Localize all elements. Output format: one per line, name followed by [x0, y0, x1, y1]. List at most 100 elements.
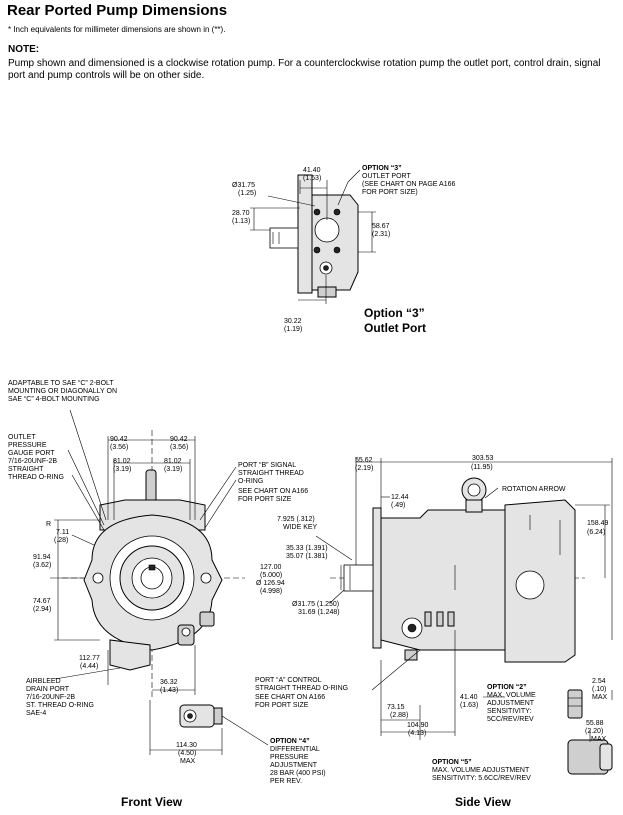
front-w1-in: (3.56) [110, 444, 128, 451]
front-h3: 112.77 [79, 655, 100, 662]
front-outlet-5: STRAIGHT [8, 466, 44, 473]
side-s7-in: (2.88) [390, 712, 408, 719]
side-s2: 303.53 [472, 455, 494, 462]
front-d7-max: MAX [180, 758, 196, 765]
side-porta-3: SEE CHART ON A166 [255, 694, 325, 701]
side-shaft-2: 35.07 (1.381) [286, 553, 328, 560]
front-r1-in: (.28) [54, 537, 68, 544]
front-d6: 36.32 [160, 679, 178, 686]
side-s6-max: MAX [592, 694, 608, 701]
side-shaft-1: 35.33 (1.391) [286, 545, 328, 552]
side-s5-in: (1.63) [460, 702, 478, 709]
front-drain-3: 7/16-20UNF-2B [26, 694, 75, 701]
side-s9-in: (2.20) [585, 728, 603, 735]
side-s2-in: (11.95) [471, 464, 493, 471]
front-outlet-3: GAUGE PORT [8, 450, 55, 457]
side-front-housing [380, 509, 506, 651]
front-h1-in: (3.62) [33, 562, 51, 569]
front-d6-in: (1.43) [160, 687, 178, 694]
side-opt5-3: SENSITIVITY: 5.6CC/REV/REV [432, 775, 531, 782]
footnote: * Inch equivalents for millimeter dimens… [8, 25, 226, 34]
front-opt4-6: PER REV. [270, 778, 302, 785]
front-drain-4: ST. THREAD O-RING [26, 702, 94, 709]
side-s7: 73.15 [387, 704, 405, 711]
side-s9-max: MAX [591, 736, 607, 743]
front-outlet-4: 7/16-20UNF-2B [8, 458, 57, 465]
side-view-caption: Side View [455, 795, 511, 809]
side-porta-4: FOR PORT SIZE [255, 702, 309, 709]
side-opt2-1: OPTION “2” [487, 684, 527, 691]
front-opt4-1: OPTION “4” [270, 738, 310, 745]
side-view-drawing [315, 458, 613, 775]
front-w2: 90.42 [170, 436, 188, 443]
front-drain-5: SAE-4 [26, 710, 46, 717]
opt3-dim3: 28.70 [232, 210, 250, 217]
side-s5: 41.40 [460, 694, 478, 701]
front-portb-4: SEE CHART ON A166 [238, 488, 308, 495]
option3-body [311, 194, 359, 291]
side-s8: 104.90 [407, 722, 429, 729]
opt3-dim4-in: (2.31) [372, 231, 390, 238]
side-shaft [343, 564, 374, 592]
front-w1: 90.42 [110, 436, 128, 443]
opt3-label-l1: OUTLET PORT [362, 173, 411, 180]
front-opt4-3: PRESSURE [270, 754, 309, 761]
opt3-dim2: Ø31.75 [232, 182, 255, 189]
side-key-2: WIDE KEY [283, 524, 318, 531]
side-opt2-3: ADJUSTMENT [487, 700, 535, 707]
front-w2-in: (3.56) [170, 444, 188, 451]
side-s1: 55.62 [355, 457, 373, 464]
side-s8-in: (4.13) [408, 730, 426, 737]
side-pilot-4: (4.998) [260, 588, 282, 595]
opt3-caption2: Outlet Port [364, 321, 426, 335]
front-drain-1: AIRBLEED [26, 678, 61, 685]
option3-port-circle [314, 217, 340, 243]
front-portb-2: STRAIGHT THREAD [238, 470, 304, 477]
front-adapt-1: ADAPTABLE TO SAE “C” 2-BOLT [8, 380, 114, 387]
side-s6: 2.54 [592, 678, 606, 685]
opt3-dim1-in: (1.63) [303, 175, 321, 182]
front-d7-in: (4.50) [178, 750, 196, 757]
opt3-label-l3: FOR PORT SIZE) [362, 189, 418, 196]
option3-drawing [250, 169, 376, 304]
side-s1-in: (2.19) [355, 465, 373, 472]
front-h1: 91.94 [33, 554, 51, 561]
opt3-label-l2: (SEE CHART ON PAGE A166 [362, 181, 455, 188]
front-h2-in: (2.94) [33, 606, 51, 613]
front-opt4-2: DIFFERENTIAL [270, 746, 320, 753]
side-s4-in: (6.24) [587, 529, 605, 536]
note-heading: NOTE: [8, 44, 40, 55]
front-portb-3: O-RING [238, 478, 263, 485]
side-opt2-4: SENSITIVITY: [487, 708, 531, 715]
front-radius-label: R [46, 521, 51, 528]
side-opt5-2: MAX. VOLUME ADJUSTMENT [432, 767, 530, 774]
front-h3-in: (4.44) [80, 663, 98, 670]
side-key-1: 7.925 (.312) [277, 516, 315, 523]
side-s9: 55.88 [586, 720, 604, 727]
side-porta-2: STRAIGHT THREAD O-RING [255, 685, 348, 692]
front-opt4-4: ADJUSTMENT [270, 762, 318, 769]
front-outlet-1: OUTLET [8, 434, 36, 441]
front-view-drawing [50, 409, 269, 755]
front-opt4-5: 28 BAR (400 PSI) [270, 770, 326, 777]
side-mount-flange [372, 507, 382, 649]
side-shaft-3: Ø31.75 (1.250) [292, 601, 339, 608]
note-body: Pump shown and dimensioned is a clockwis… [8, 58, 601, 81]
side-pilot-3: Ø 126.94 [256, 580, 285, 587]
side-pilot-2: (5.000) [260, 572, 282, 579]
option3-shaft [269, 227, 299, 249]
opt3-caption1: Option “3” [364, 306, 425, 320]
opt3-dim1: 41.40 [303, 167, 321, 174]
front-r1: 7.11 [56, 529, 69, 536]
opt3-dim2-in: (1.25) [238, 190, 256, 197]
front-d7: 114.30 [176, 742, 197, 749]
opt3-dim5: 30.22 [284, 318, 302, 325]
side-opt2-2: MAX. VOLUME [487, 692, 536, 699]
front-outlet-2: PRESSURE [8, 442, 47, 449]
side-s4: 158.49 [587, 520, 609, 527]
front-view-caption: Front View [121, 795, 183, 809]
front-adapt-2: MOUNTING OR DIAGONALLY ON [8, 388, 117, 395]
side-opt2-5: 5CC/REV/REV [487, 716, 534, 723]
front-portb-1: PORT “B” SIGNAL [238, 462, 296, 469]
